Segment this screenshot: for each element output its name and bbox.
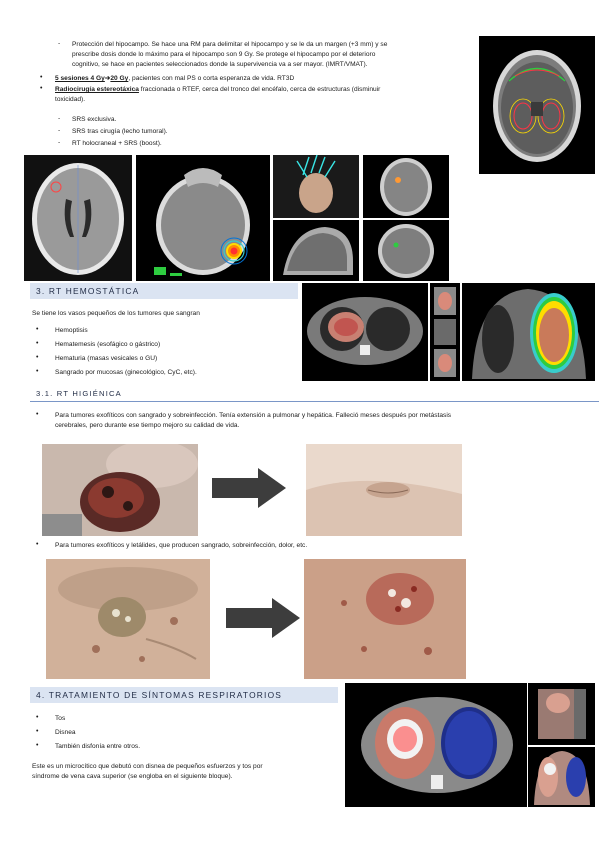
srs-item: RT holocraneal + SRS (boost).	[72, 140, 162, 147]
right-arrow-icon: ➔	[104, 75, 111, 82]
brain-ct-hippocampus-image	[479, 36, 595, 174]
respiratory-note: Este es un microcítico que debutó con di…	[32, 762, 342, 782]
right-arrow-icon	[208, 466, 288, 510]
exophytic-tumor-before-photo	[42, 444, 198, 536]
list-item: Hemoptisis	[55, 327, 88, 334]
bullet-icon: •	[40, 85, 43, 92]
bullet-icon: •	[40, 74, 43, 81]
subsection-heading-hygienic: 3.1. RT HIGIÉNICA	[30, 387, 599, 402]
list-item: También disfonía entre otros.	[55, 743, 141, 750]
radiosurgery-term: Radiocirugía estereotáxica	[55, 86, 139, 93]
bullet-icon: •	[36, 728, 39, 735]
dash-icon: -	[58, 40, 61, 47]
srs-item: SRS exclusiva.	[72, 116, 117, 123]
list-item: Disnea	[55, 729, 76, 736]
text-line: prescribe dosis donde lo máximo para el …	[72, 51, 376, 58]
section-heading-hemostatic: 3. RT HEMOSTÁTICA	[30, 283, 298, 299]
brain-mri-axial-image	[24, 155, 132, 281]
list-item: Hematuria (masas vesicales o GU)	[55, 355, 158, 362]
sessions-total: 20 Gy	[110, 75, 129, 82]
text-line: toxicidad).	[55, 96, 86, 103]
list-item: Sangrado por mucosas (ginecológico, CyC,…	[55, 369, 197, 376]
right-arrow-icon	[222, 596, 302, 640]
bullet-icon: •	[36, 742, 39, 749]
bullet-icon: •	[36, 411, 39, 418]
dash-icon: -	[58, 115, 61, 122]
text-line: síndrome de vena cava superior (se englo…	[32, 773, 233, 780]
text-line: Protección del hipocampo. Se hace una RM…	[72, 41, 388, 48]
radiosurgery-paragraph: Radiocirugía estereotáxica fraccionada o…	[55, 85, 473, 105]
letalides-after-photo	[304, 559, 466, 679]
bullet-icon: •	[36, 368, 39, 375]
bullet-icon: •	[36, 354, 39, 361]
brain-ct-dose-image	[136, 155, 270, 281]
dash-icon: -	[58, 139, 61, 146]
hygienic-paragraph-1: Para tumores exofíticos con sangrado y s…	[55, 411, 595, 431]
bullet-icon: •	[36, 326, 39, 333]
thorax-ct-respiratory-coronal-image	[528, 747, 595, 807]
sessions-description: , pacientes con mal PS o corta esperanza…	[128, 75, 295, 82]
hygienic-paragraph-2: Para tumores exofíticos y letálides, que…	[55, 542, 308, 549]
bullet-icon: •	[36, 340, 39, 347]
exophytic-tumor-after-photo	[306, 444, 462, 536]
radiosurgery-planning-image	[273, 155, 449, 281]
thorax-ct-sagittal-image	[430, 283, 460, 381]
radiosurgery-description: fraccionada o RTEF, cerca del tronco del…	[138, 86, 381, 93]
text-line: cerebrales, pero durante ese tiempo mejo…	[55, 422, 240, 429]
bullet-icon: •	[36, 714, 39, 721]
sessions-line: 5 sesiones 4 Gy➔20 Gy, pacientes con mal…	[55, 74, 475, 84]
dash-icon: -	[58, 127, 61, 134]
text-line: Este es un microcítico que debutó con di…	[32, 763, 263, 770]
section-heading-respiratory: 4. TRATAMIENTO DE SÍNTOMAS RESPIRATORIOS	[30, 687, 338, 703]
thorax-ct-axial-image	[302, 283, 428, 381]
text-line: cognitivo, se hace en pacientes seleccio…	[72, 61, 368, 68]
hippocampus-paragraph: Protección del hipocampo. Se hace una RM…	[72, 40, 472, 70]
text-line: Para tumores exofíticos con sangrado y s…	[55, 412, 452, 419]
thorax-ct-respiratory-axial-image	[345, 683, 527, 807]
sessions-dose: 5 sesiones 4 Gy	[55, 75, 105, 82]
srs-item: SRS tras cirugía (lecho tumoral).	[72, 128, 168, 135]
list-item: Hematemesis (esofágico o gástrico)	[55, 341, 161, 348]
list-item: Tos	[55, 715, 66, 722]
section-intro-text: Se tiene los vasos pequeños de los tumor…	[32, 310, 200, 317]
thorax-ct-coronal-dose-image	[462, 283, 595, 381]
letalides-before-photo	[46, 559, 210, 679]
bullet-icon: •	[36, 541, 39, 548]
thorax-ct-respiratory-sagittal-image	[528, 683, 595, 745]
